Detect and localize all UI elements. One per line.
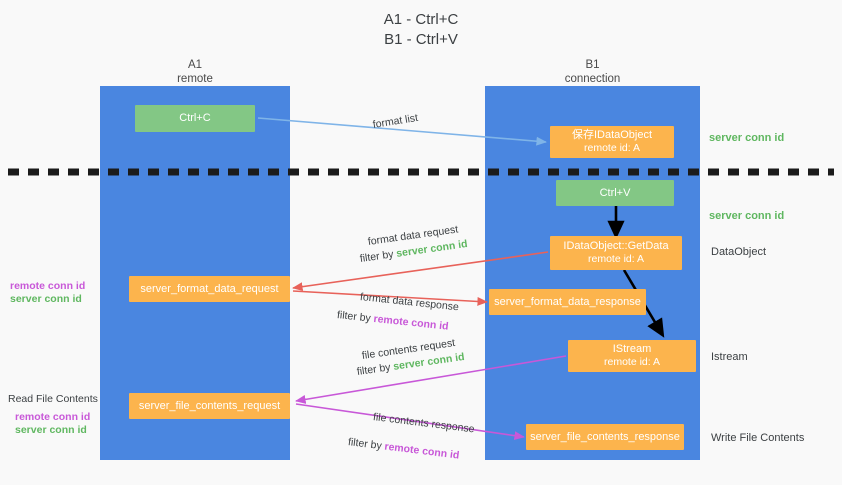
filter-prefix: filter by <box>347 436 386 453</box>
node-get-data-line1: IDataObject::GetData <box>563 240 669 252</box>
lane-b1-name: B1 <box>585 59 600 71</box>
edge-label-format-list: format list <box>372 112 419 132</box>
node-server-format-data-request[interactable]: server_format_data_request <box>129 276 290 302</box>
left-note-server-conn-id-2: server conn id <box>15 424 87 436</box>
node-server-format-data-response-label: server_format_data_response <box>494 295 641 308</box>
right-note-write-file-contents: Write File Contents <box>711 432 805 444</box>
edge-label-format-data-response-filter: filter by remote conn id <box>336 309 449 334</box>
node-istream-line1: IStream <box>612 343 652 355</box>
node-ctrl-v-label: Ctrl+V <box>599 186 631 199</box>
edge-label-file-contents-response-text: file contents response <box>372 411 476 436</box>
node-get-data[interactable]: IDataObject::GetData remote id: A <box>550 236 682 270</box>
edge-label-format-data-response-text: format data response <box>359 291 460 314</box>
right-note-server-conn-id-2: server conn id <box>709 210 785 222</box>
lane-header-b1: B1 connection <box>485 58 700 86</box>
lane-a1-subtitle: remote <box>177 73 213 85</box>
lane-b1-subtitle: connection <box>564 73 621 85</box>
right-note-server-conn-id-1: server conn id <box>709 132 785 144</box>
node-server-file-contents-request[interactable]: server_file_contents_request <box>129 393 290 419</box>
node-server-format-data-response[interactable]: server_format_data_response <box>489 289 646 315</box>
lane-header-a1: A1 remote <box>100 58 290 86</box>
left-note-remote-conn-id-1: remote conn id <box>10 280 86 292</box>
node-ctrl-c[interactable]: Ctrl+C <box>135 105 255 132</box>
filter-value-remote-conn-id: remote conn id <box>383 440 460 462</box>
node-istream-line2: remote id: A <box>603 356 661 368</box>
filter-value-remote-conn-id: remote conn id <box>372 312 450 333</box>
left-note-remote-conn-id-2: remote conn id <box>15 411 91 423</box>
node-get-data-line2: remote id: A <box>587 253 645 265</box>
node-store-data-object-line1: 保存IDataObject <box>571 129 653 141</box>
filter-prefix: filter by <box>359 247 398 265</box>
filter-prefix: filter by <box>336 309 375 325</box>
left-note-server-conn-id-1: server conn id <box>10 293 82 305</box>
edge-label-format-data-response: format data response <box>359 291 459 314</box>
node-istream[interactable]: IStream remote id: A <box>568 340 696 372</box>
right-note-data-object: DataObject <box>711 246 767 258</box>
edge-label-file-contents-response-filter: filter by remote conn id <box>347 436 460 463</box>
edge-label-format-list-text: format list <box>371 111 419 131</box>
left-note-read-file-contents: Read File Contents <box>8 393 98 405</box>
filter-prefix: filter by <box>356 360 395 378</box>
title-line-1: A1 - Ctrl+C <box>383 11 459 28</box>
edge-label-file-contents-response: file contents response <box>372 411 475 436</box>
node-server-file-contents-response-label: server_file_contents_response <box>530 430 680 443</box>
node-server-file-contents-response[interactable]: server_file_contents_response <box>526 424 684 450</box>
right-note-istream: Istream <box>711 351 748 363</box>
node-ctrl-v[interactable]: Ctrl+V <box>556 180 674 206</box>
node-store-data-object[interactable]: 保存IDataObject remote id: A <box>550 126 674 158</box>
node-ctrl-c-label: Ctrl+C <box>179 112 211 124</box>
node-server-format-data-request-label: server_format_data_request <box>140 282 279 295</box>
lane-a1-name: A1 <box>187 59 203 71</box>
page-title: A1 - Ctrl+C B1 - Ctrl+V <box>0 10 842 50</box>
node-store-data-object-line2: remote id: A <box>583 142 641 154</box>
node-server-file-contents-request-label: server_file_contents_request <box>138 399 281 412</box>
title-line-2: B1 - Ctrl+V <box>384 31 458 48</box>
